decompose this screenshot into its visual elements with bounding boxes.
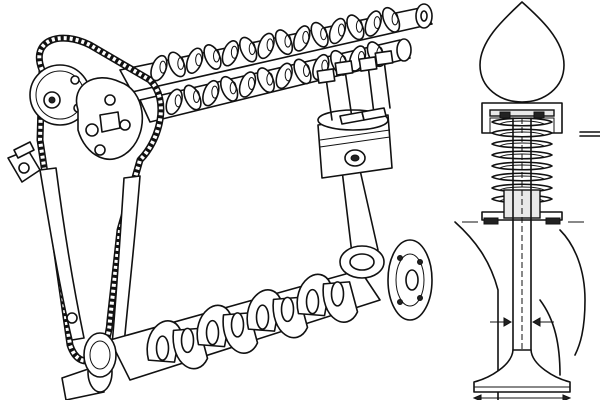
upper-cam-lobe <box>239 36 258 63</box>
upper-cam-lobe-edge <box>320 27 328 41</box>
connecting-rod <box>339 169 385 279</box>
lower-cam-lobe-edge <box>229 81 237 95</box>
crank-journal <box>330 281 345 307</box>
crank-journal <box>230 312 245 338</box>
timing-chain <box>36 34 165 365</box>
valves <box>316 50 394 125</box>
upper-cam-lobe-edge <box>338 23 345 37</box>
crank-journal <box>255 304 270 330</box>
upper-cam-lobe <box>381 6 401 33</box>
crank-journal <box>205 319 220 346</box>
lower-cam-lobe <box>293 58 312 85</box>
upper-cam-lobe-edge <box>284 34 292 48</box>
valve-head-diameter-dimension <box>472 394 572 400</box>
valve-1 <box>334 60 365 125</box>
camshaft-upper <box>119 3 433 93</box>
lower-cam-lobe-edge <box>303 64 310 77</box>
upper-cam-lobe-edge <box>373 16 381 30</box>
lower-cam-lobe-edge <box>174 94 182 108</box>
upper-cam-lobe-edge <box>391 12 399 26</box>
upper-cam-lobe-edge <box>177 56 185 70</box>
valve-head <box>473 349 571 393</box>
cylinder-head-section <box>454 131 600 400</box>
cam-lobe-section <box>479 1 565 103</box>
crank-journal <box>180 327 195 354</box>
upper-cam-lobe <box>167 51 186 78</box>
chain-tensioner <box>7 141 41 183</box>
valve-2 <box>358 56 387 121</box>
upper-cam-lobe <box>274 29 294 56</box>
valve-3 <box>374 50 394 109</box>
cam-phaser <box>75 77 144 161</box>
upper-cam-lobe <box>203 44 222 70</box>
valve-stem <box>512 117 532 351</box>
crank-sprocket <box>83 332 117 378</box>
stem-diameter-dimension <box>490 317 554 327</box>
upper-cam-lobe-edge <box>248 42 256 56</box>
upper-cam-lobe-edge <box>213 49 220 63</box>
crank-journal <box>280 296 295 323</box>
lower-cam-lobe-edge <box>284 68 292 82</box>
lower-cam-lobe-edge <box>248 77 255 90</box>
spring-coil-outer <box>491 139 553 149</box>
lower-cam-lobe-edge <box>266 72 274 86</box>
engine-assembly <box>7 3 433 400</box>
crank-journal <box>305 288 320 315</box>
valve-cross-section <box>454 1 600 400</box>
upper-cam-lobe-edge <box>302 30 310 44</box>
crankshaft <box>61 239 433 400</box>
upper-cam-lobe <box>346 14 365 41</box>
chain-guide-left <box>39 167 85 341</box>
lower-cam-lobe <box>256 67 276 94</box>
upper-cam-lobe-edge <box>195 53 203 67</box>
upper-cam-lobe-edge <box>355 19 363 33</box>
lower-cam-lobe-edge <box>193 90 200 103</box>
crank-journal <box>155 335 170 361</box>
lower-cam-lobe-edge <box>211 85 219 99</box>
valve-4 <box>316 68 336 121</box>
upper-cam-lobe-edge <box>159 60 167 74</box>
upper-cam-lobe-edge <box>266 38 274 52</box>
spring-coil-inner <box>499 142 545 147</box>
lower-cam-lobe <box>183 84 202 111</box>
upper-cam-lobe <box>310 21 329 48</box>
upper-cam-lobe-edge <box>230 45 238 59</box>
lower-cam-lobe <box>219 75 239 102</box>
